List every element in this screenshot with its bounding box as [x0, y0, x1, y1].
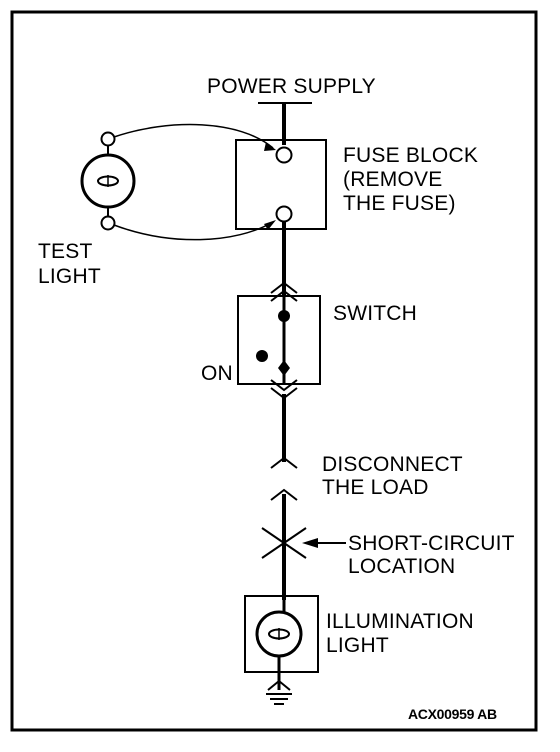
illumination-label-line1: ILLUMINATION	[326, 610, 474, 633]
switch-box	[237, 295, 321, 385]
illumination-light-box	[244, 595, 319, 673]
illumination-label-line2: LIGHT	[326, 634, 389, 657]
ground-connector	[267, 679, 291, 691]
short-circuit-label-line2: LOCATION	[348, 555, 456, 578]
outer-frame	[10, 10, 538, 732]
switch-label: SWITCH	[333, 302, 418, 325]
test-light-terminal-bottom	[100, 215, 116, 231]
switch-contact-off	[256, 350, 268, 362]
switch-contact-on	[278, 360, 290, 376]
disconnect-label-line2: THE LOAD	[322, 476, 429, 499]
figure-code: ACX00959 AB	[408, 706, 497, 722]
fuse-terminal-top	[275, 146, 293, 164]
switch-connector-top	[270, 281, 298, 302]
disconnect-connector-lower	[270, 488, 298, 501]
fuse-block-label-line3: THE FUSE)	[343, 192, 456, 215]
test-lead-bottom	[113, 221, 274, 241]
short-circuit-mark-b	[261, 527, 307, 559]
fuse-block-box	[235, 139, 327, 230]
fuse-terminal-bottom	[275, 205, 293, 223]
disconnect-connector-upper	[270, 456, 298, 469]
test-light-label-line2: LIGHT	[38, 265, 101, 288]
switch-on-label: ON	[201, 362, 233, 385]
fuse-block-label-line1: FUSE BLOCK	[343, 144, 479, 167]
fuse-block-label-line2: (REMOVE	[343, 168, 443, 191]
disconnect-label-line1: DISCONNECT	[322, 453, 463, 476]
short-circuit-label-line1: SHORT-CIRCUIT	[348, 532, 515, 555]
test-lead-top	[113, 123, 274, 149]
test-light-terminal-top	[100, 131, 116, 147]
power-supply-label: POWER SUPPLY	[207, 75, 376, 98]
test-light-label-line1: TEST	[38, 240, 93, 263]
